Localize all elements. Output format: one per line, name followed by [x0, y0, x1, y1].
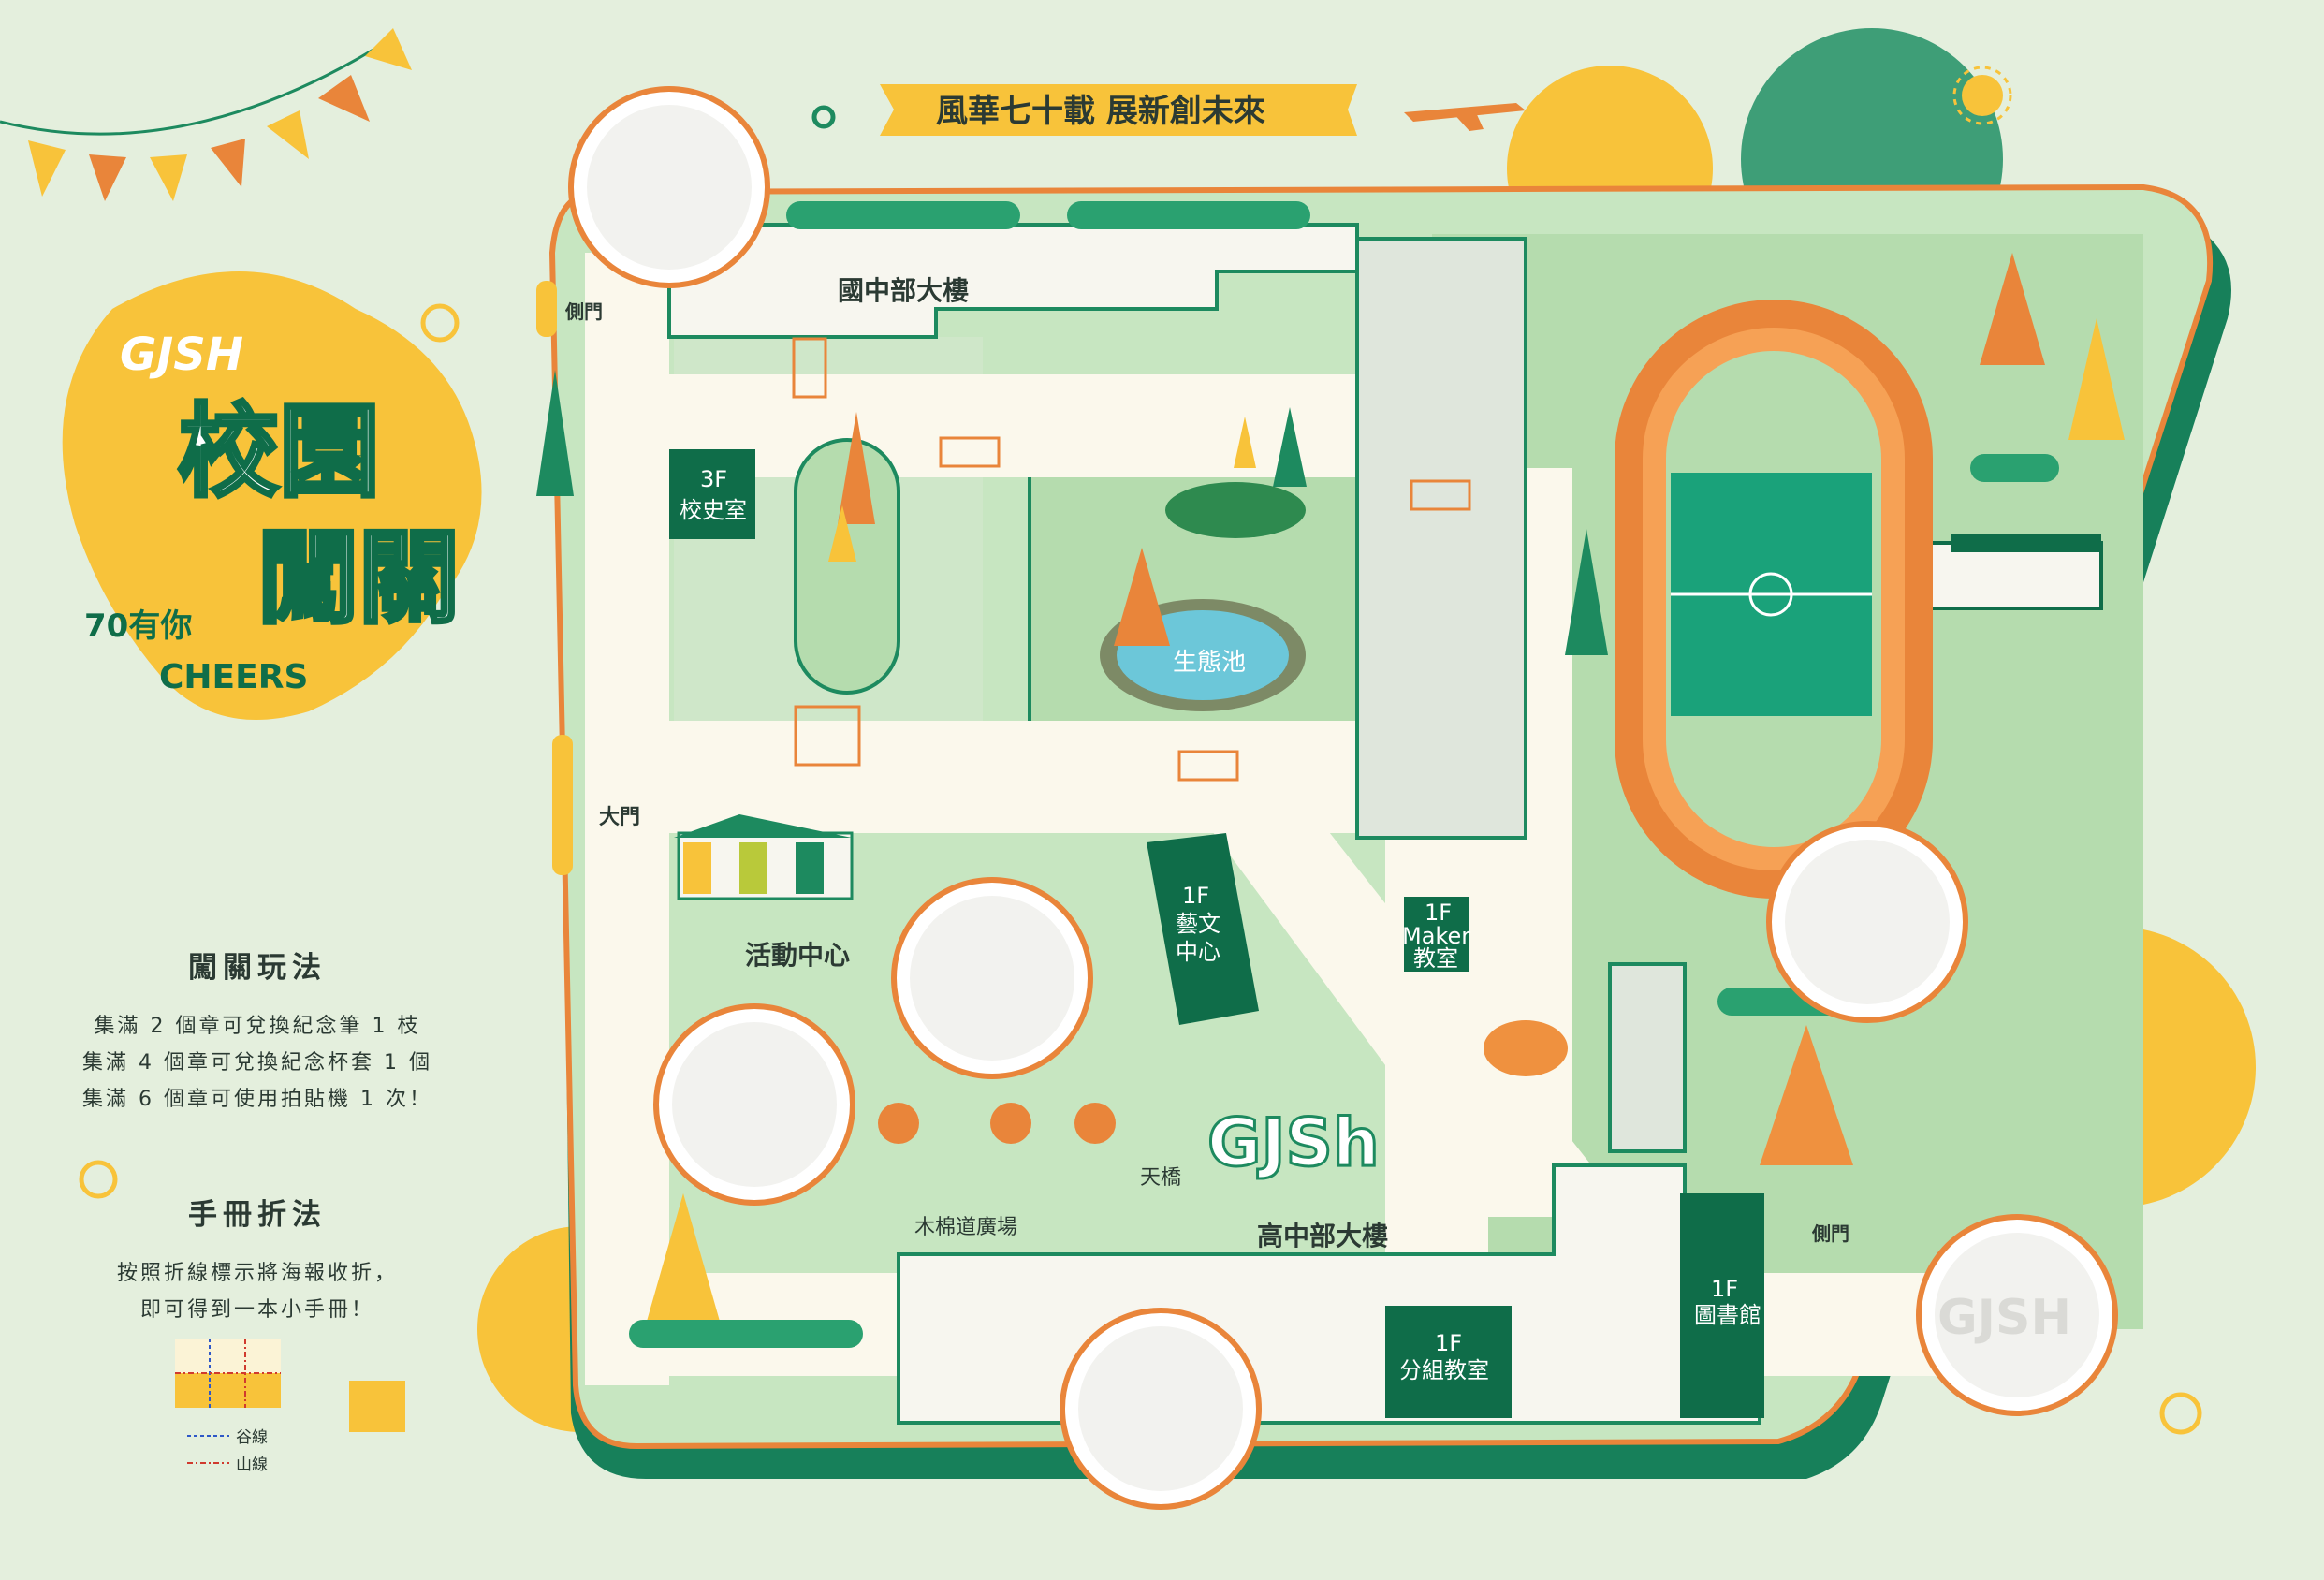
tree-icon	[1114, 548, 1170, 646]
tree-icon	[1980, 253, 2045, 365]
stairs	[792, 337, 1471, 782]
title-logo: GJSH	[120, 329, 243, 381]
tree-icon	[878, 1103, 919, 1144]
tree-icon	[536, 370, 574, 496]
label-eco-pond: 生態池	[1173, 649, 1246, 677]
building	[1608, 962, 1687, 1153]
activity-center[interactable]	[674, 814, 854, 900]
tree-icon	[1484, 1020, 1568, 1076]
rules-heading: 闖關玩法	[188, 951, 327, 985]
maker-floor: 1F	[1425, 900, 1452, 926]
fold-diagram	[175, 1339, 405, 1464]
group-room-name: 分組教室	[1399, 1357, 1489, 1383]
airplane-icon	[1404, 103, 1526, 131]
sports-field	[1615, 300, 1933, 899]
fold-line: 按照折線標示將海報收折，	[116, 1262, 398, 1285]
label-senior-building: 高中部大樓	[1257, 1221, 1388, 1251]
title-blob	[62, 271, 482, 720]
stamp-station[interactable]	[653, 1003, 855, 1206]
rules-section: 闖關玩法 集滿 2 個章可兌換紀念筆 1 枝 集滿 4 個章可兌換紀念杯套 1 …	[75, 944, 440, 1118]
maker-name-1: Maker	[1402, 923, 1470, 949]
bunting	[0, 28, 412, 201]
library-floor: 1F	[1711, 1276, 1738, 1302]
title-line-1: 校園	[178, 394, 380, 511]
decor-ring	[420, 303, 460, 343]
stamp-station[interactable]	[1766, 821, 1968, 1023]
stamp-station[interactable]	[1060, 1308, 1262, 1510]
maker-classroom[interactable]	[1404, 897, 1469, 972]
label-skybridge: 天橋	[1140, 1166, 1181, 1190]
tree-icon	[1273, 407, 1307, 487]
banner: 風華七十載 展新創未來	[880, 84, 1357, 136]
library[interactable]	[1680, 1193, 1764, 1418]
decor-ring	[811, 105, 836, 129]
stamp-station[interactable]: GJSH	[1916, 1214, 2118, 1416]
banner-text: 風華七十載 展新創未來	[936, 93, 1265, 130]
arts-center-name-1: 藝文	[1176, 911, 1220, 937]
fold-heading: 手冊折法	[188, 1198, 327, 1232]
title-line-2: 闖關	[257, 520, 460, 637]
group-classroom[interactable]	[1385, 1306, 1512, 1418]
rules-line: 集滿 6 個章可使用拍貼機 1 次！	[82, 1088, 432, 1111]
decor-ring	[2159, 1392, 2202, 1435]
tagline-cheers: CHEERS	[159, 658, 308, 696]
library-name: 圖書館	[1694, 1302, 1761, 1328]
tree-icon	[646, 1193, 721, 1324]
sun-icon	[1952, 66, 2012, 125]
fold-line: 即可得到一本小手冊！	[139, 1298, 374, 1322]
stamp-station[interactable]	[568, 86, 770, 288]
arts-center[interactable]	[1147, 833, 1259, 1025]
maker-name-2: 教室	[1413, 945, 1458, 972]
tree-icon	[838, 412, 875, 524]
tree-icon	[1234, 417, 1256, 468]
label-kapok-plaza: 木棉道廣場	[914, 1216, 1017, 1239]
stamp-logo: GJSH	[1937, 1290, 2071, 1346]
tree-icon	[1565, 529, 1608, 655]
history-room-floor: 3F	[700, 466, 727, 492]
tree-icon	[990, 1103, 1031, 1144]
history-room-name: 校史室	[680, 497, 747, 523]
tree-icon	[1074, 1103, 1116, 1144]
tagline-70: 70有你	[84, 607, 192, 645]
gymnasium	[1922, 534, 2103, 610]
fold-section: 手冊折法 按照折線標示將海報收折， 即可得到一本小手冊！	[94, 1191, 421, 1328]
side-gate-marker	[536, 281, 557, 337]
legend-mountain: 山線	[236, 1456, 268, 1474]
main-gate-marker	[552, 735, 573, 875]
tree-icon	[2068, 318, 2125, 440]
ground-logo: GJSh	[1207, 1105, 1380, 1181]
decor-ring	[79, 1160, 118, 1199]
arts-center-floor: 1F	[1182, 883, 1209, 909]
label-side-gate-left: 側門	[564, 300, 603, 323]
trees	[536, 253, 2125, 1324]
junior-building-wing	[1355, 237, 1527, 840]
stamp-station[interactable]	[891, 877, 1093, 1079]
arts-center-name-2: 中心	[1176, 939, 1220, 965]
legend-valley: 谷線	[236, 1428, 268, 1447]
rules-line: 集滿 4 個章可兌換紀念杯套 1 個	[82, 1051, 432, 1075]
history-room[interactable]	[669, 449, 755, 539]
group-room-floor: 1F	[1435, 1330, 1462, 1356]
tree-icon	[828, 505, 856, 562]
label-side-gate-right: 側門	[1811, 1222, 1849, 1245]
garden-oval	[794, 438, 900, 695]
label-main-gate: 大門	[599, 806, 640, 829]
label-junior-building: 國中部大樓	[838, 275, 969, 306]
rules-line: 集滿 2 個章可兌換紀念筆 1 枝	[94, 1015, 421, 1038]
label-activity-center: 活動中心	[745, 940, 850, 971]
tree-icon	[1760, 1025, 1853, 1165]
